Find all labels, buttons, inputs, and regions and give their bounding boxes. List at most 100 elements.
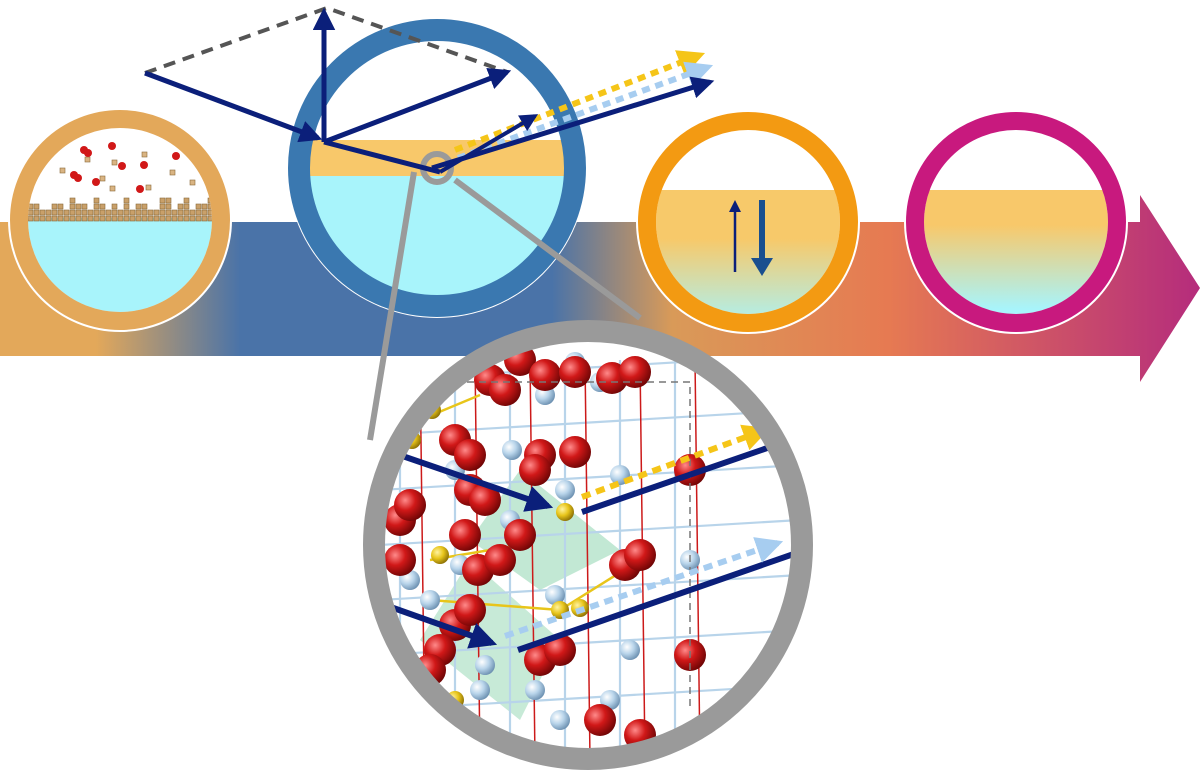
island-block: [123, 209, 130, 216]
island-block: [99, 203, 106, 210]
atom-red: [619, 356, 651, 388]
incident-beam: [144, 70, 323, 143]
island-block: [141, 203, 148, 210]
island-block: [195, 209, 202, 216]
island-block: [105, 209, 112, 216]
island-block: [87, 215, 94, 222]
island-block: [111, 209, 118, 216]
precursor-molecule: [140, 161, 148, 169]
island-block: [159, 215, 166, 222]
bond: [380, 518, 796, 547]
atom-red: [559, 436, 591, 468]
atom-lightblue: [620, 640, 640, 660]
island-block: [153, 209, 160, 216]
stage-ring: [638, 112, 858, 332]
island-block: [69, 209, 76, 216]
stage-interdiffusion: [638, 112, 858, 332]
island-block: [165, 215, 172, 222]
atom-red: [454, 594, 486, 626]
scattering-geometry: [144, 5, 715, 175]
reflected-beam: [431, 76, 715, 171]
island-block: [57, 203, 64, 210]
up-down-arrows-icon: [729, 200, 773, 276]
island-block: [51, 215, 58, 222]
atom-lightblue: [475, 655, 495, 675]
island-block: [201, 215, 208, 222]
island-block: [159, 197, 166, 204]
deposited-islands: [28, 197, 212, 222]
island-block: [28, 215, 34, 222]
island-block: [165, 203, 172, 210]
island-block: [117, 215, 124, 222]
island-block: [129, 209, 136, 216]
atom-red: [529, 359, 561, 391]
island-block: [171, 209, 178, 216]
bond: [584, 359, 591, 753]
island-block: [28, 203, 34, 210]
island-block: [33, 203, 40, 210]
island-block: [93, 197, 100, 204]
island-block: [117, 209, 124, 216]
island-block: [63, 215, 70, 222]
island-block: [39, 209, 46, 216]
island-block: [99, 215, 106, 222]
atom-red: [454, 439, 486, 471]
island-block: [105, 215, 112, 222]
island-block: [99, 209, 106, 216]
island-block: [171, 215, 178, 222]
precursor-particle: [111, 159, 118, 166]
island-block: [201, 203, 208, 210]
scattering-vector: [323, 67, 512, 145]
island-block: [123, 203, 130, 210]
scattered-beam: [456, 61, 714, 161]
island-block: [177, 215, 184, 222]
island-block: [201, 209, 208, 216]
island-block: [183, 209, 190, 216]
bond: [380, 463, 796, 492]
scattered-beam: [504, 537, 784, 639]
atom-red: [559, 356, 591, 388]
stage-ring: [10, 110, 230, 330]
island-block: [159, 203, 166, 210]
island-block: [189, 215, 196, 222]
island-block: [177, 203, 184, 210]
island-block: [75, 215, 82, 222]
island-block: [81, 209, 88, 216]
island-block: [69, 215, 76, 222]
island-block: [135, 209, 142, 216]
island-block: [111, 203, 118, 210]
atom-lightblue: [555, 480, 575, 500]
precursor-particle: [141, 151, 148, 158]
island-block: [165, 209, 172, 216]
unit-cell-outline: [455, 381, 691, 710]
island-block: [111, 215, 118, 222]
atom-red: [624, 539, 656, 571]
precursor-molecule: [92, 178, 100, 186]
island-block: [33, 209, 40, 216]
atom-red: [384, 544, 416, 576]
island-block: [51, 209, 58, 216]
atom-lightblue: [470, 680, 490, 700]
precursor-particle: [59, 167, 66, 174]
island-block: [57, 215, 64, 222]
atom-red: [504, 519, 536, 551]
island-block: [153, 215, 160, 222]
incident-beam: [383, 602, 498, 649]
island-block: [123, 197, 130, 204]
island-block: [135, 203, 142, 210]
island-block: [93, 209, 100, 216]
incident-beam: [323, 139, 441, 175]
atom-red: [584, 704, 616, 736]
refracted-beam: [438, 114, 539, 174]
island-block: [93, 203, 100, 210]
precursor-particle: [145, 184, 152, 191]
island-block: [69, 203, 76, 210]
island-block: [207, 203, 212, 210]
island-block: [141, 215, 148, 222]
island-block: [195, 203, 202, 210]
island-block: [177, 209, 184, 216]
island-block: [147, 215, 154, 222]
island-block: [147, 209, 154, 216]
precursor-molecule: [84, 149, 92, 157]
